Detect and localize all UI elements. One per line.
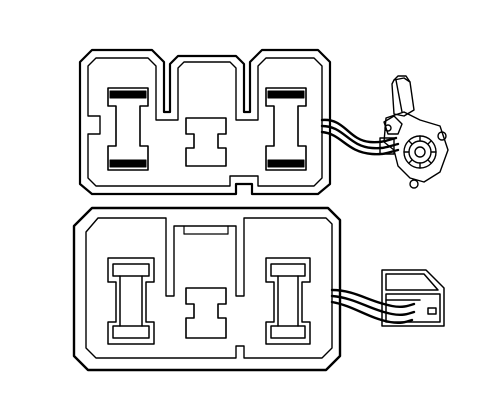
mounting-bracket-icon [107, 257, 155, 345]
bracket-clip-icon [267, 159, 305, 168]
wiring-harness-icon [320, 130, 400, 156]
top-middle-block-icon [185, 117, 227, 167]
top-module-inner-outline-icon [87, 57, 323, 187]
wiring-harness-icon [330, 300, 414, 325]
bottom-left-bracket [107, 257, 155, 345]
bottom-module [72, 206, 342, 372]
top-left-bracket [107, 87, 149, 171]
mounting-bracket-icon [107, 87, 149, 171]
bottom-module-inner-outline-icon [85, 217, 333, 359]
bracket-clip-icon [267, 90, 305, 99]
wiring-harness-icon [330, 288, 416, 309]
bottom-module-outer-outline-icon [72, 206, 342, 372]
bottom-middle-block-icon [185, 287, 227, 339]
wiring-harness-icon [330, 294, 416, 317]
mounting-bracket-icon [265, 257, 311, 345]
window-motor-icon [379, 75, 449, 189]
window-motor [379, 75, 449, 189]
wiring-harness-icon [320, 118, 398, 144]
wiring-harness-icon [320, 124, 400, 150]
door-panel-icon [381, 269, 445, 327]
top-module-outer-outline-icon [78, 48, 332, 196]
top-right-bracket [265, 87, 307, 171]
bottom-right-bracket [265, 257, 311, 345]
door-panel [381, 269, 445, 327]
bottom-wiring-harness [330, 288, 416, 325]
top-module [78, 48, 332, 196]
top-wiring-harness [320, 118, 400, 156]
bracket-clip-icon [109, 90, 147, 99]
mounting-bracket-icon [265, 87, 307, 171]
bracket-clip-icon [109, 159, 147, 168]
